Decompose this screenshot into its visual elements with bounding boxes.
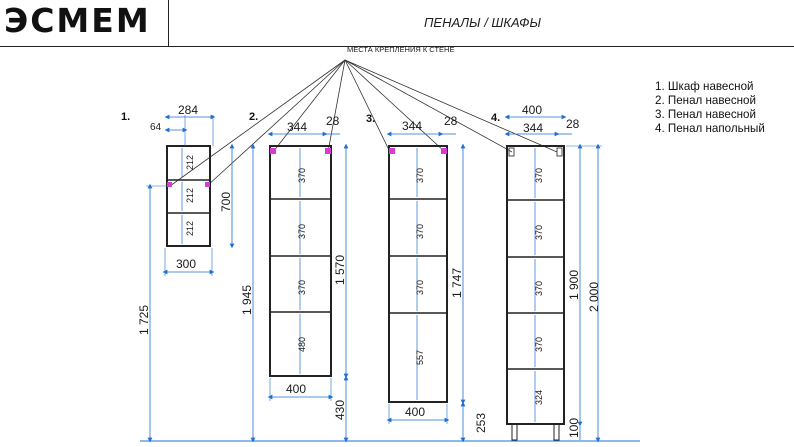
unit-1-width: 300 [176, 257, 196, 271]
unit-3: 3. 344 28 370 370 370 557 1 747 253 400 [366, 113, 488, 443]
mount-annotation: МЕСТА КРЕПЛЕНИЯ К СТЕНЕ [347, 45, 454, 54]
legend-item-4: 4. Пенал напольный [655, 122, 765, 135]
unit-2-shelf-dim: 370 [297, 168, 307, 183]
unit-1-shelf-dim: 212 [185, 221, 195, 236]
unit-2-body [269, 145, 332, 377]
unit-3-gap: 253 [474, 413, 488, 433]
unit-3-mount-left [389, 148, 395, 154]
unit-1-body [166, 145, 211, 247]
unit-4-mount-right [556, 147, 563, 157]
unit-3-shelf-dim: 557 [415, 350, 425, 365]
unit-4-inner-width: 344 [523, 121, 543, 135]
unit-2-width: 400 [286, 382, 306, 396]
unit-4-mount-left [508, 147, 515, 157]
unit-3-inner-width: 344 [402, 119, 422, 133]
brand-name: ЭСМЕМ [4, 1, 151, 40]
unit-1-shelf-dim: 212 [185, 188, 195, 203]
unit-2-shelf-dim: 370 [297, 224, 307, 239]
unit-1-top-total: 284 [178, 103, 198, 117]
brand-logo: ЭСМЕМ [0, 0, 169, 46]
unit-1-height: 700 [219, 192, 233, 212]
unit-3-shelf-dim: 370 [415, 280, 425, 295]
unit-2-shelf-dim: 480 [297, 337, 307, 352]
unit-2-shelf-dim: 370 [297, 280, 307, 295]
unit-1-shelf-dim: 212 [185, 155, 195, 170]
header: ЭСМЕМ ПЕНАЛЫ / ШКАФЫ [0, 0, 794, 47]
unit-3-body [388, 145, 448, 403]
unit-2-number: 2. [249, 111, 258, 123]
unit-4-number: 4. [491, 112, 500, 124]
unit-4-shelf-dim: 324 [534, 390, 544, 405]
legend-item-1: 1. Шкаф навесной [655, 80, 754, 93]
unit-4-legs: 100 [567, 418, 581, 438]
unit-2-gap: 430 [333, 400, 347, 420]
unit-4-total-height: 2 000 [587, 282, 601, 312]
unit-2-mount-right [325, 148, 331, 154]
unit-3-shelf-dim: 370 [415, 224, 425, 239]
unit-4-leg [511, 423, 518, 441]
unit-4-shelf-dim: 370 [534, 225, 544, 240]
unit-3-side: 28 [444, 114, 458, 128]
legend-item-2: 2. Пенал навесной [655, 94, 756, 107]
unit-2-floor-height: 1 945 [240, 285, 254, 315]
unit-4: 4. 400 344 28 370 370 370 370 324 1 900 … [491, 103, 602, 443]
unit-1-left-gap: 64 [150, 122, 162, 133]
unit-1-floor-height: 1 725 [137, 305, 151, 335]
unit-2-mount-left [270, 148, 276, 154]
unit-4-leg [553, 423, 560, 441]
unit-4-top-total: 400 [522, 103, 542, 117]
unit-2-height: 1 570 [333, 255, 347, 285]
unit-4-height: 1 900 [567, 270, 581, 300]
unit-3-height: 1 747 [450, 268, 464, 298]
unit-3-shelf-dim: 370 [415, 168, 425, 183]
unit-3-width: 400 [405, 405, 425, 419]
legend: 1. Шкаф навесной 2. Пенал навесной 3. Пе… [655, 80, 765, 136]
unit-4-body [506, 145, 565, 425]
unit-2-side: 28 [326, 114, 340, 128]
unit-2-inner-width: 344 [287, 120, 307, 134]
unit-3-number: 3. [366, 113, 375, 125]
unit-4-side: 28 [566, 117, 580, 131]
unit-1: 1. 284 64 212 212 212 700 300 1 725 [121, 103, 235, 443]
page-title: ПЕНАЛЫ / ШКАФЫ [424, 15, 541, 30]
unit-4-shelf-dim: 370 [534, 337, 544, 352]
legend-item-3: 3. Пенал навесной [655, 108, 756, 121]
unit-3-mount-right [441, 148, 447, 154]
unit-4-shelf-dim: 370 [534, 281, 544, 296]
unit-1-number: 1. [121, 111, 130, 123]
unit-1-mount-right [205, 182, 210, 187]
unit-1-mount-left [167, 182, 172, 187]
unit-2: 2. 344 28 370 370 370 480 1 570 430 400 … [240, 111, 349, 443]
unit-4-shelf-dim: 370 [534, 168, 544, 183]
